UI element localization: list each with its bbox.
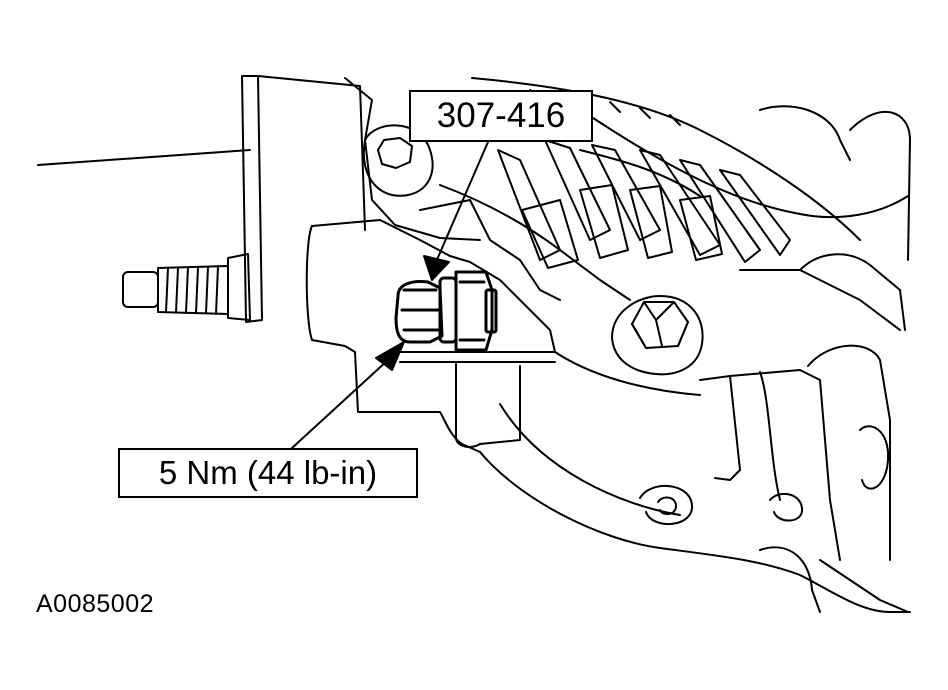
torque-leader-arrow — [291, 341, 405, 449]
bell-housing-ribs — [419, 77, 911, 331]
torque-spec-callout: 5 Nm (44 lb-in) — [118, 448, 418, 498]
sensor-switch — [394, 270, 498, 352]
left-leader-line — [37, 149, 251, 166]
figure-id-label: A0085002 — [36, 590, 155, 618]
threaded-stud — [122, 253, 251, 321]
tool-number-callout: 307-416 — [409, 90, 593, 142]
plate-edge — [257, 75, 366, 231]
right-bracket — [699, 344, 909, 613]
housing-bolt — [554, 295, 704, 396]
mounting-plate — [241, 75, 263, 323]
transmission-housing — [305, 77, 911, 613]
tool-leader-arrow — [423, 141, 489, 281]
